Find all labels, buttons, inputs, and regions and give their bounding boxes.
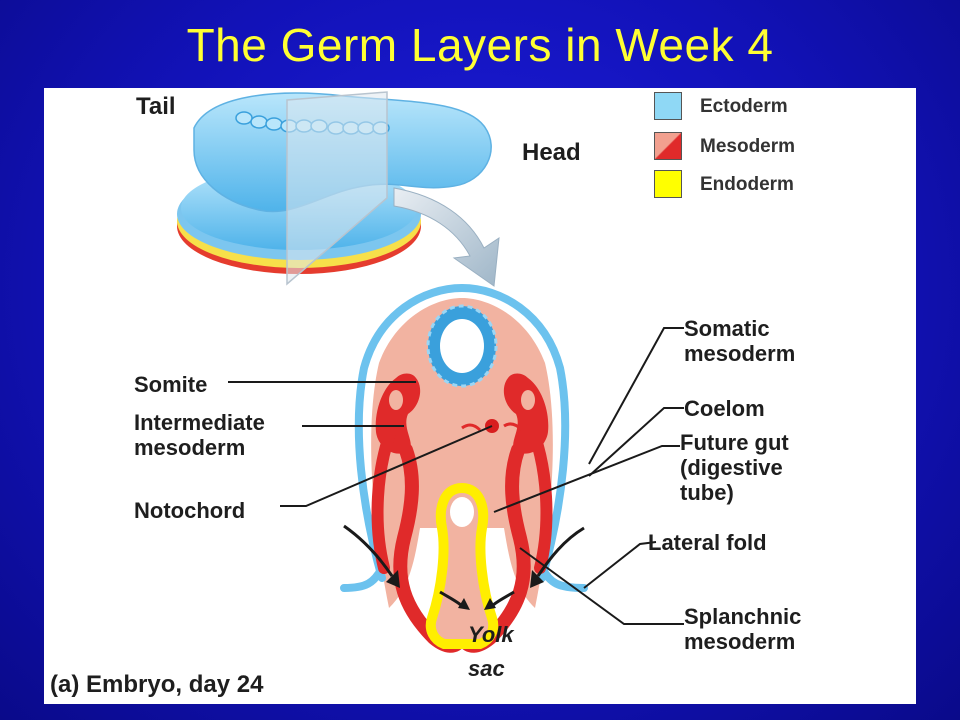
legend-item-mesoderm: Mesoderm xyxy=(654,132,854,162)
legend-label-ectoderm: Ectoderm xyxy=(700,96,788,117)
embryo-3d-view xyxy=(177,91,500,287)
cross-section xyxy=(340,283,588,653)
label-lateral-fold: Lateral fold xyxy=(648,530,767,555)
label-splanchnic-mesoderm: Splanchnic mesoderm xyxy=(684,604,802,654)
legend-label-endoderm: Endoderm xyxy=(700,174,794,195)
legend-swatch-ectoderm xyxy=(654,92,682,120)
legend-swatch-mesoderm xyxy=(654,132,682,160)
label-sac: sac xyxy=(468,656,505,681)
figure-caption: (a) Embryo, day 24 xyxy=(50,671,264,698)
label-somite: Somite xyxy=(134,372,208,397)
label-notochord: Notochord xyxy=(134,498,246,523)
label-coelom: Coelom xyxy=(684,396,765,421)
label-somatic-mesoderm: Somatic mesoderm xyxy=(684,316,796,366)
embryo-diagram xyxy=(177,91,684,653)
label-tail: Tail xyxy=(136,93,176,120)
label-intermediate-mesoderm: Intermediate mesoderm xyxy=(134,410,265,460)
legend-item-endoderm: Endoderm xyxy=(654,170,854,200)
legend-label-mesoderm: Mesoderm xyxy=(700,136,796,157)
label-future-gut: Future gut (digestive tube) xyxy=(680,430,789,505)
legend-swatch-endoderm xyxy=(654,170,682,198)
leader-lines xyxy=(228,327,684,625)
label-yolk: Yolk xyxy=(468,622,514,647)
label-head: Head xyxy=(522,139,581,166)
legend-item-ectoderm: Ectoderm xyxy=(654,92,854,122)
diagram-panel: Ectoderm Mesoderm Endoderm Tail Head Som… xyxy=(44,88,916,704)
slide-title: The Germ Layers in Week 4 xyxy=(186,19,774,71)
